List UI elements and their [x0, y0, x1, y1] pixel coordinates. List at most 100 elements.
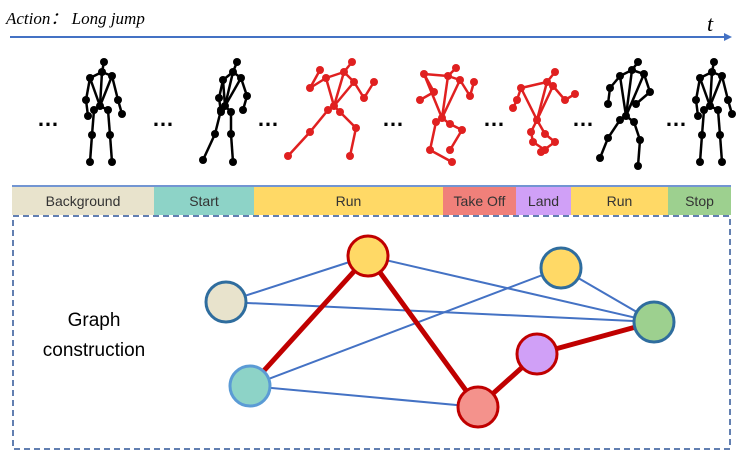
- pose-joint: [634, 58, 642, 66]
- pose-bone: [229, 133, 235, 163]
- pose-joint: [537, 148, 545, 156]
- timeline-segment-label: Background: [46, 193, 121, 209]
- pose-joint: [634, 162, 642, 170]
- pose-bone: [98, 75, 114, 107]
- pose-bone: [88, 77, 102, 107]
- pose-bone: [720, 75, 730, 101]
- timeline-segment-fill: [571, 187, 668, 215]
- pose-joint: [350, 78, 358, 86]
- pose-joint: [543, 78, 551, 86]
- pose-joint: [696, 74, 704, 82]
- pose-joint: [324, 106, 332, 114]
- pose-joint: [108, 158, 116, 166]
- timeline-segment: Stop: [668, 187, 731, 215]
- pose-joint: [104, 106, 112, 114]
- sequence-ellipsis: …: [152, 106, 174, 131]
- pose-joint: [348, 58, 356, 66]
- pose-bone: [519, 87, 539, 121]
- pose-joint: [229, 68, 237, 76]
- sequence-ellipsis: …: [382, 106, 404, 131]
- pose-joint: [549, 82, 557, 90]
- pose-bone: [636, 139, 642, 167]
- pose-joint: [551, 68, 559, 76]
- pose-bone: [716, 109, 722, 136]
- pose-joint: [215, 94, 223, 102]
- pose-joint: [86, 74, 94, 82]
- pose-bone: [718, 134, 724, 163]
- pose-sequence: …………………: [37, 58, 736, 170]
- pose-bone: [324, 77, 336, 107]
- pose-joint: [630, 118, 638, 126]
- pose-joint: [616, 72, 624, 80]
- pose-bone: [422, 73, 444, 119]
- pose-bone: [440, 75, 450, 119]
- sequence-ellipsis: …: [572, 106, 594, 131]
- pose-joint: [640, 70, 648, 78]
- graph-edge-blue: [367, 255, 655, 323]
- pose-skeleton: [284, 58, 378, 160]
- land-node: [515, 332, 559, 376]
- pose-joint: [199, 156, 207, 164]
- pose-joint: [616, 116, 624, 124]
- pose-joint: [98, 68, 106, 76]
- pose-joint: [604, 100, 612, 108]
- pose-joint: [446, 146, 454, 154]
- pose-joint: [646, 88, 654, 96]
- timeline-segment-label: Land: [528, 193, 559, 209]
- pose-joint: [529, 138, 537, 146]
- pose-joint: [696, 158, 704, 166]
- pose-joint: [728, 110, 736, 118]
- pose-bone: [108, 134, 114, 163]
- pose-joint: [606, 84, 614, 92]
- pose-joint: [346, 152, 354, 160]
- takeoff-node: [456, 385, 500, 429]
- start-node: [228, 364, 272, 408]
- time-axis-label: t: [707, 11, 714, 36]
- pose-joint: [430, 88, 438, 96]
- pose-joint: [708, 68, 716, 76]
- pose-joint: [636, 136, 644, 144]
- graph-edges: [225, 254, 655, 409]
- pose-bone: [287, 131, 311, 157]
- pose-joint: [306, 84, 314, 92]
- timeline-segment-label: Stop: [685, 193, 714, 209]
- pose-joint: [448, 158, 456, 166]
- timeline-segment: Take Off: [443, 187, 516, 215]
- pose-skeleton: [692, 58, 736, 166]
- pose-joint: [541, 130, 549, 138]
- pose-bone: [708, 75, 724, 107]
- timeline-segment: Run: [254, 187, 443, 215]
- pose-bone: [223, 77, 243, 107]
- timeline-segment-label: Run: [336, 193, 362, 209]
- pose-skeleton: [82, 58, 126, 166]
- pose-bone: [698, 77, 712, 107]
- sequence-ellipsis: …: [483, 106, 505, 131]
- pose-bone: [333, 81, 355, 107]
- pose-joint: [513, 96, 521, 104]
- timeline-segment: Land: [516, 187, 571, 215]
- graph-label-line2: construction: [43, 340, 145, 361]
- pose-joint: [694, 112, 702, 120]
- pose-joint: [118, 110, 126, 118]
- pose-joint: [420, 70, 428, 78]
- pose-bone: [440, 79, 462, 119]
- pose-joint: [330, 102, 338, 110]
- pose-joint: [284, 152, 292, 160]
- pose-joint: [426, 146, 434, 154]
- pose-joint: [360, 94, 368, 102]
- pose-joint: [527, 128, 535, 136]
- pose-joint: [444, 72, 452, 80]
- pose-joint: [533, 116, 541, 124]
- pose-joint: [336, 108, 344, 116]
- pose-joint: [604, 134, 612, 142]
- pose-joint: [622, 112, 630, 120]
- pose-bone: [223, 71, 235, 107]
- pose-joint: [86, 158, 94, 166]
- graph-edge-blue: [249, 267, 562, 387]
- pose-joint: [316, 66, 324, 74]
- pose-joint: [88, 131, 96, 139]
- pose-joint: [710, 58, 718, 66]
- pose-joint: [470, 78, 478, 86]
- pose-joint: [724, 96, 732, 104]
